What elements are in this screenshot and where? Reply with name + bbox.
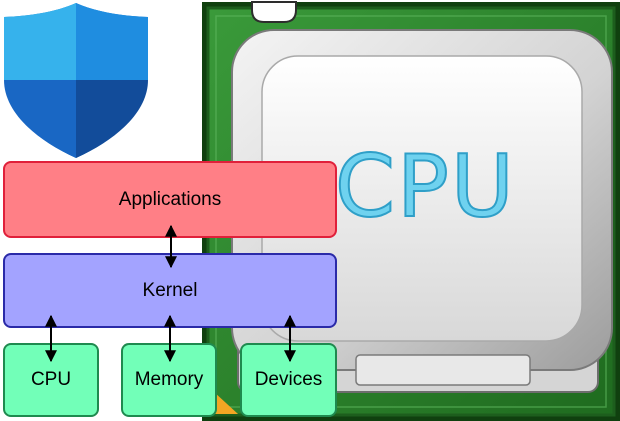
security-shield-icon: [4, 3, 148, 158]
hardware-devices-box: Devices: [240, 343, 337, 417]
hardware-cpu-box: CPU: [3, 343, 99, 417]
applications-layer: Applications: [3, 161, 337, 238]
cpu-chip-label: CPU: [334, 136, 516, 238]
kernel-layer: Kernel: [3, 253, 337, 328]
hardware-memory-box: Memory: [121, 343, 217, 417]
